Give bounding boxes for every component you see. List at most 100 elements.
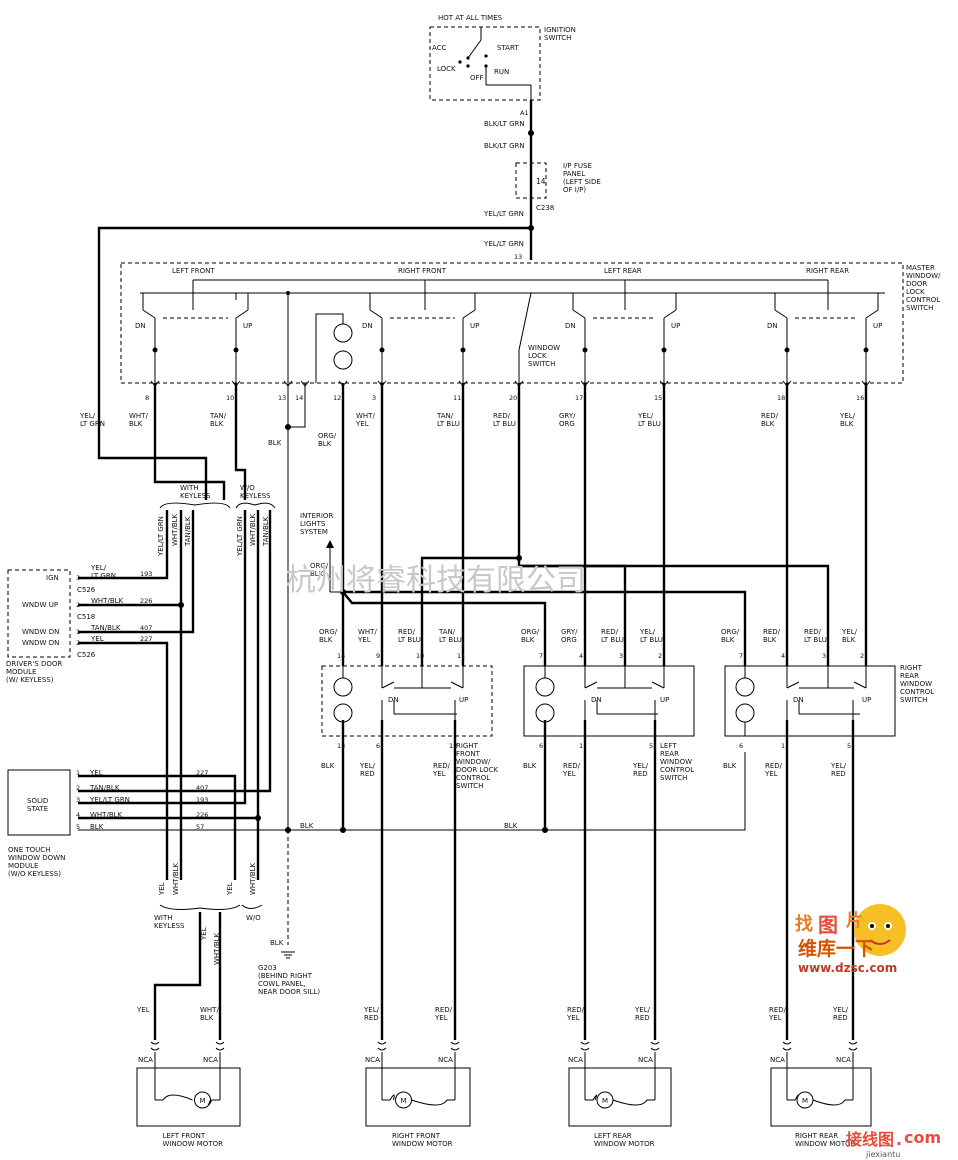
switch-pin: 5 (847, 742, 851, 750)
motor-wire-2: RED/YEL (434, 1006, 453, 1022)
up-label: UP (660, 696, 669, 704)
switch-wire-label: YEL/RED (632, 762, 649, 778)
wo-bottom: W/O (246, 914, 261, 922)
master-pin-18: 18 (777, 394, 785, 402)
master-wire-label: WHT/BLK (129, 412, 148, 428)
motor-wire-1: YEL (136, 1006, 150, 1014)
switch-pin: 11 (457, 652, 465, 660)
switch-wire-label: RED/YEL (432, 762, 451, 778)
master-pin-15: 15 (654, 394, 662, 402)
svg-text:YEL/LT GRN: YEL/LT GRN (236, 516, 244, 557)
up-label: UP (459, 696, 468, 704)
ss-row-wire: WHT/BLK (90, 811, 123, 819)
switch-pin: 12 (449, 742, 457, 750)
switch-pin: 1 (781, 742, 785, 750)
switch-wire-label: WHT/YEL (357, 628, 377, 644)
up-label: UP (873, 322, 882, 330)
master-pin-14: 14 (295, 394, 303, 402)
motor-m: M (200, 1097, 206, 1105)
ss-row-circuit: 227 (196, 769, 208, 777)
ss-row-pin: 1 (76, 769, 80, 777)
drivers-row-wire: WHT/BLK (91, 597, 124, 605)
switch-wire-label: YEL/BLK (841, 628, 858, 644)
section-left-rear: LEFT REAR (604, 267, 642, 275)
switch-wire-label: ORG/BLK (521, 628, 540, 644)
svg-text:YEL: YEL (226, 882, 234, 896)
switch-wire-label: RED/YEL (562, 762, 581, 778)
drivers-row-connector: C526 (77, 586, 96, 594)
master-wire-label: TAN/LT BLU (436, 412, 460, 428)
ss-row-wire: BLK (90, 823, 104, 831)
master-pin-3: 3 (372, 394, 376, 402)
switch-pin: 2 (658, 652, 662, 660)
switch-wire-label: YEL/RED (830, 762, 847, 778)
watermark-text: 杭州将睿科技有限公司 (286, 563, 586, 598)
motor-wire-1: RED/YEL (566, 1006, 585, 1022)
drivers-row-wire: TAN/BLK (90, 624, 121, 632)
drivers-row-pin: 2 (76, 639, 80, 647)
svg-text:YEL/LT GRN: YEL/LT GRN (157, 516, 165, 557)
switch-pin: 6 (376, 742, 380, 750)
ground-blk-label: BLK (270, 939, 284, 947)
svg-text:WHT/BLK: WHT/BLK (249, 862, 257, 895)
switch-pin: 2 (860, 652, 864, 660)
dn-label: DN (793, 696, 804, 704)
switch-wire-label: RED/YEL (764, 762, 783, 778)
up-label: UP (470, 322, 479, 330)
switch-pin: 3 (822, 652, 826, 660)
svg-text:.: . (896, 1130, 902, 1149)
blk-bus-label-1: BLK (300, 822, 314, 830)
svg-text:WHT/BLK: WHT/BLK (213, 932, 221, 965)
up-label: UP (671, 322, 680, 330)
drivers-row-label: WNDW DN (22, 639, 59, 647)
motor-wire-2: WHT/BLK (200, 1006, 219, 1022)
ss-row-circuit: 57 (196, 823, 204, 831)
motor-m: M (401, 1097, 407, 1105)
motor-wire-2: YEL/RED (634, 1006, 651, 1022)
wire-yel-lt-grn-2: YEL/LT GRN (483, 240, 524, 248)
svg-text:维库一下: 维库一下 (798, 937, 874, 960)
org-blk-label-1: ORG/BLK (318, 432, 337, 448)
ss-row-circuit: 407 (196, 784, 208, 792)
section-right-rear: RIGHT REAR (806, 267, 849, 275)
switch-pin: 4 (781, 652, 785, 660)
svg-text:片: 片 (846, 910, 863, 931)
master-pin-10: 10 (226, 394, 234, 402)
ss-row-wire: YEL/LT GRN (89, 796, 130, 804)
svg-text:WHT/BLK: WHT/BLK (171, 513, 179, 546)
drivers-row-pin: 3 (76, 574, 80, 582)
nca-label: NCA (638, 1056, 653, 1064)
svg-text:WHT/BLK: WHT/BLK (172, 862, 180, 895)
nca-label: NCA (836, 1056, 851, 1064)
wire-blk-lt-grn-2: BLK/LT GRN (484, 142, 525, 150)
nca-label: NCA (770, 1056, 785, 1064)
dn-label: DN (135, 322, 146, 330)
pin-a1: A1 (520, 109, 529, 117)
bottom-left-wire-labels: YEL WHT/BLK YEL WHT/BLK (158, 862, 257, 896)
dn-label: DN (362, 322, 373, 330)
svg-text:找: 找 (795, 913, 813, 935)
master-wire-label: GRY/ORG (559, 412, 576, 428)
dn-label: DN (565, 322, 576, 330)
run-label: RUN (494, 68, 509, 76)
master-pin-20: 20 (509, 394, 517, 402)
dn-label: DN (591, 696, 602, 704)
switch-wire-label: RED/LT BLU (601, 628, 624, 644)
drivers-row-label: IGN (46, 574, 59, 582)
connector-c238: C238 (536, 204, 554, 212)
